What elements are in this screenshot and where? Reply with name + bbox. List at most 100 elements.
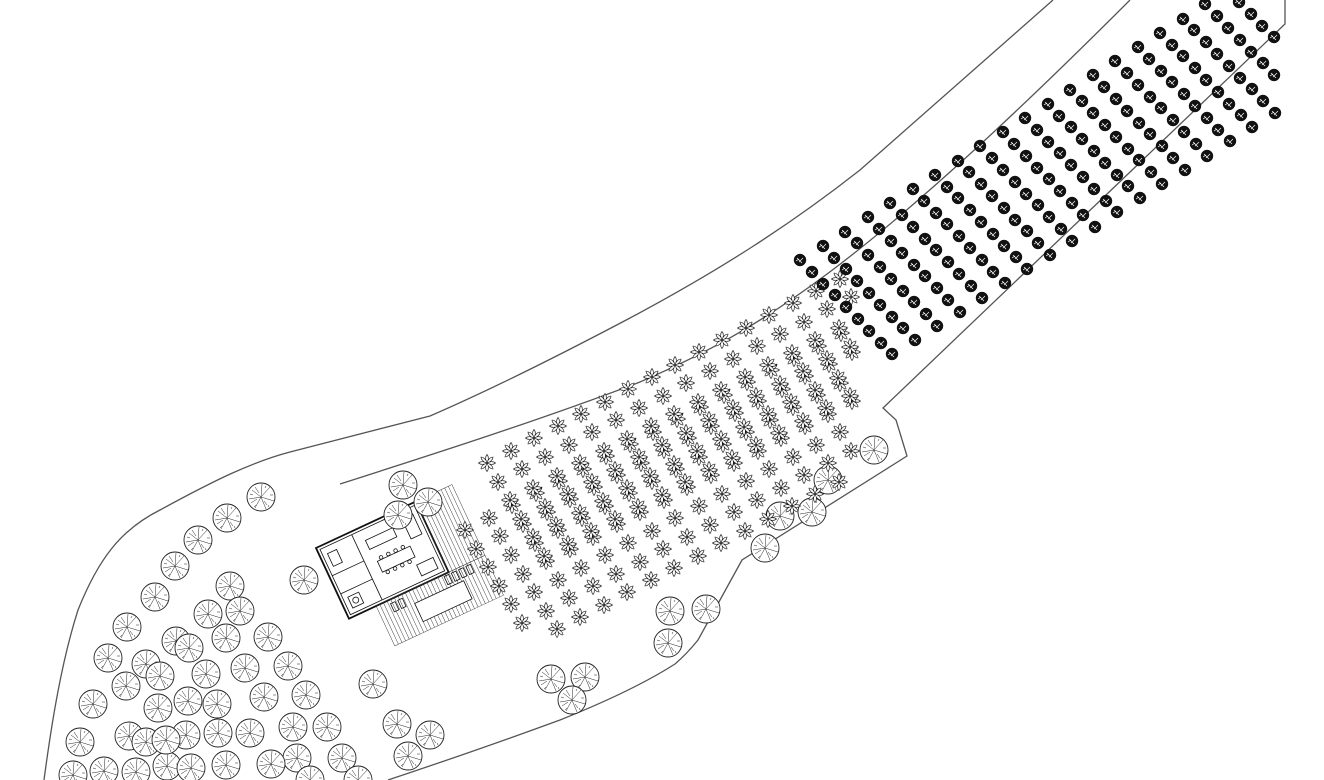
dense-shrub-icon [862,324,876,338]
ornamental-plant-icon [524,528,542,546]
ornamental-plant-icon [571,504,589,522]
deciduous-tree-icon [358,669,388,699]
dense-shrub-icon [1098,156,1112,170]
ornamental-plant-icon [794,412,812,430]
ornamental-plant-icon [701,362,719,380]
ornamental-plant-icon [770,424,788,442]
ornamental-plant-icon [713,331,731,349]
ornamental-plant-icon [830,319,848,337]
deciduous-tree-icon [215,571,245,601]
dense-shrub-icon [997,239,1011,253]
ornamental-plant-icon [525,429,543,447]
dense-shrub-icon [930,319,944,333]
dense-shrub-icon [941,293,955,307]
dense-shrub-icon [1211,85,1225,99]
dense-shrub-icon [930,281,944,295]
deciduous-tree-icon [160,551,190,581]
ornamental-plant-icon [596,546,614,564]
dense-shrub-icon [941,255,955,269]
dense-shrub-icon [1154,101,1168,115]
ornamental-plant-icon [760,306,778,324]
ornamental-plant-icon [724,399,742,417]
dense-shrub-icon [1178,163,1192,177]
dense-shrub-icon [1177,87,1191,101]
dense-shrub-icon [997,201,1011,215]
pool [414,580,473,623]
ornamental-plant-icon [571,454,589,472]
ornamental-plant-icon [502,442,520,460]
deciduous-tree-icon [415,720,445,750]
ornamental-plant-icon [537,602,555,620]
ornamental-plant-icon [560,589,578,607]
ornamental-plant-icon [607,565,625,583]
dense-shrub-icon [1153,26,1167,40]
dense-shrub-icon [974,177,988,191]
ornamental-plant-icon [502,595,520,613]
ornamental-plant-icon [653,436,671,454]
deciduous-tree-icon [65,727,95,757]
ornamental-plant-icon [760,460,778,478]
dense-shrub-icon [1210,47,1224,61]
dense-shrub-icon [962,165,976,179]
dense-shrub-icon [1086,68,1100,82]
ornamental-plant-icon [783,497,801,515]
ornamental-plant-icon [817,399,835,417]
ornamental-plant-icon [772,479,790,497]
dense-shrub-icon [1020,262,1034,276]
dense-shrub-icon [1268,106,1282,120]
deciduous-tree-icon [291,680,321,710]
deciduous-tree-icon [797,497,827,527]
dense-shrub-icon [896,284,910,298]
deciduous-tree-icon [273,651,303,681]
dense-shrub-icon [1245,120,1259,134]
ornamental-plant-icon [535,547,553,565]
dense-shrub-icon [1076,208,1090,222]
dense-shrub-icon [1144,165,1158,179]
ornamental-plant-icon [618,430,636,448]
ornamental-plant-icon [643,522,661,540]
deciduous-tree-icon [173,686,203,716]
dense-shrub-icon [1019,149,1033,163]
ornamental-plant-icon [666,509,684,527]
deciduous-tree-icon [145,661,175,691]
dense-shrub-icon [850,274,864,288]
dense-shrub-icon [1030,161,1044,175]
ornamental-plant-icon [582,522,600,540]
dense-shrub-icon [851,312,865,326]
deciduous-tree-icon [112,612,142,642]
ornamental-plant-icon [524,479,542,497]
ornamental-plant-icon [489,473,507,491]
dense-shrub-icon [1097,80,1111,94]
dense-shrub-icon [1177,125,1191,139]
dense-shrub-icon [1008,213,1022,227]
ornamental-plant-icon [771,375,789,393]
dense-shrub-icon [1131,78,1145,92]
deciduous-tree-icon [312,712,342,742]
dense-shrub-icon [1155,139,1169,153]
ornamental-plant-icon [806,485,824,503]
ornamental-plant-icon [594,492,612,510]
dense-shrub-icon [1008,175,1022,189]
dense-shrub-icon [1133,191,1147,205]
dense-shrub-icon [1223,134,1237,148]
dense-shrub-icon [918,269,932,283]
ornamental-plant-icon [747,436,765,454]
dense-shrub-icon [1132,153,1146,167]
ornamental-plant-icon [606,510,624,528]
ornamental-plant-icon [700,461,718,479]
ornamental-plant-icon [689,393,707,411]
deciduous-tree-icon [174,633,204,663]
dense-shrub-icon [1189,137,1203,151]
deciduous-tree-icon [655,596,685,626]
dense-shrub-icon [919,307,933,321]
dense-shrub-icon [1198,0,1212,11]
ornamental-plant-icon [748,491,766,509]
deciduous-tree-icon [653,628,683,658]
dense-shrub-icon [1042,210,1056,224]
dense-shrub-icon [975,291,989,305]
ornamental-plant-icon [559,485,577,503]
ornamental-plant-icon [830,473,848,491]
dense-shrub-icon [973,139,987,153]
dense-shrub-icon [1199,73,1213,87]
dense-shrub-icon [1176,12,1190,26]
